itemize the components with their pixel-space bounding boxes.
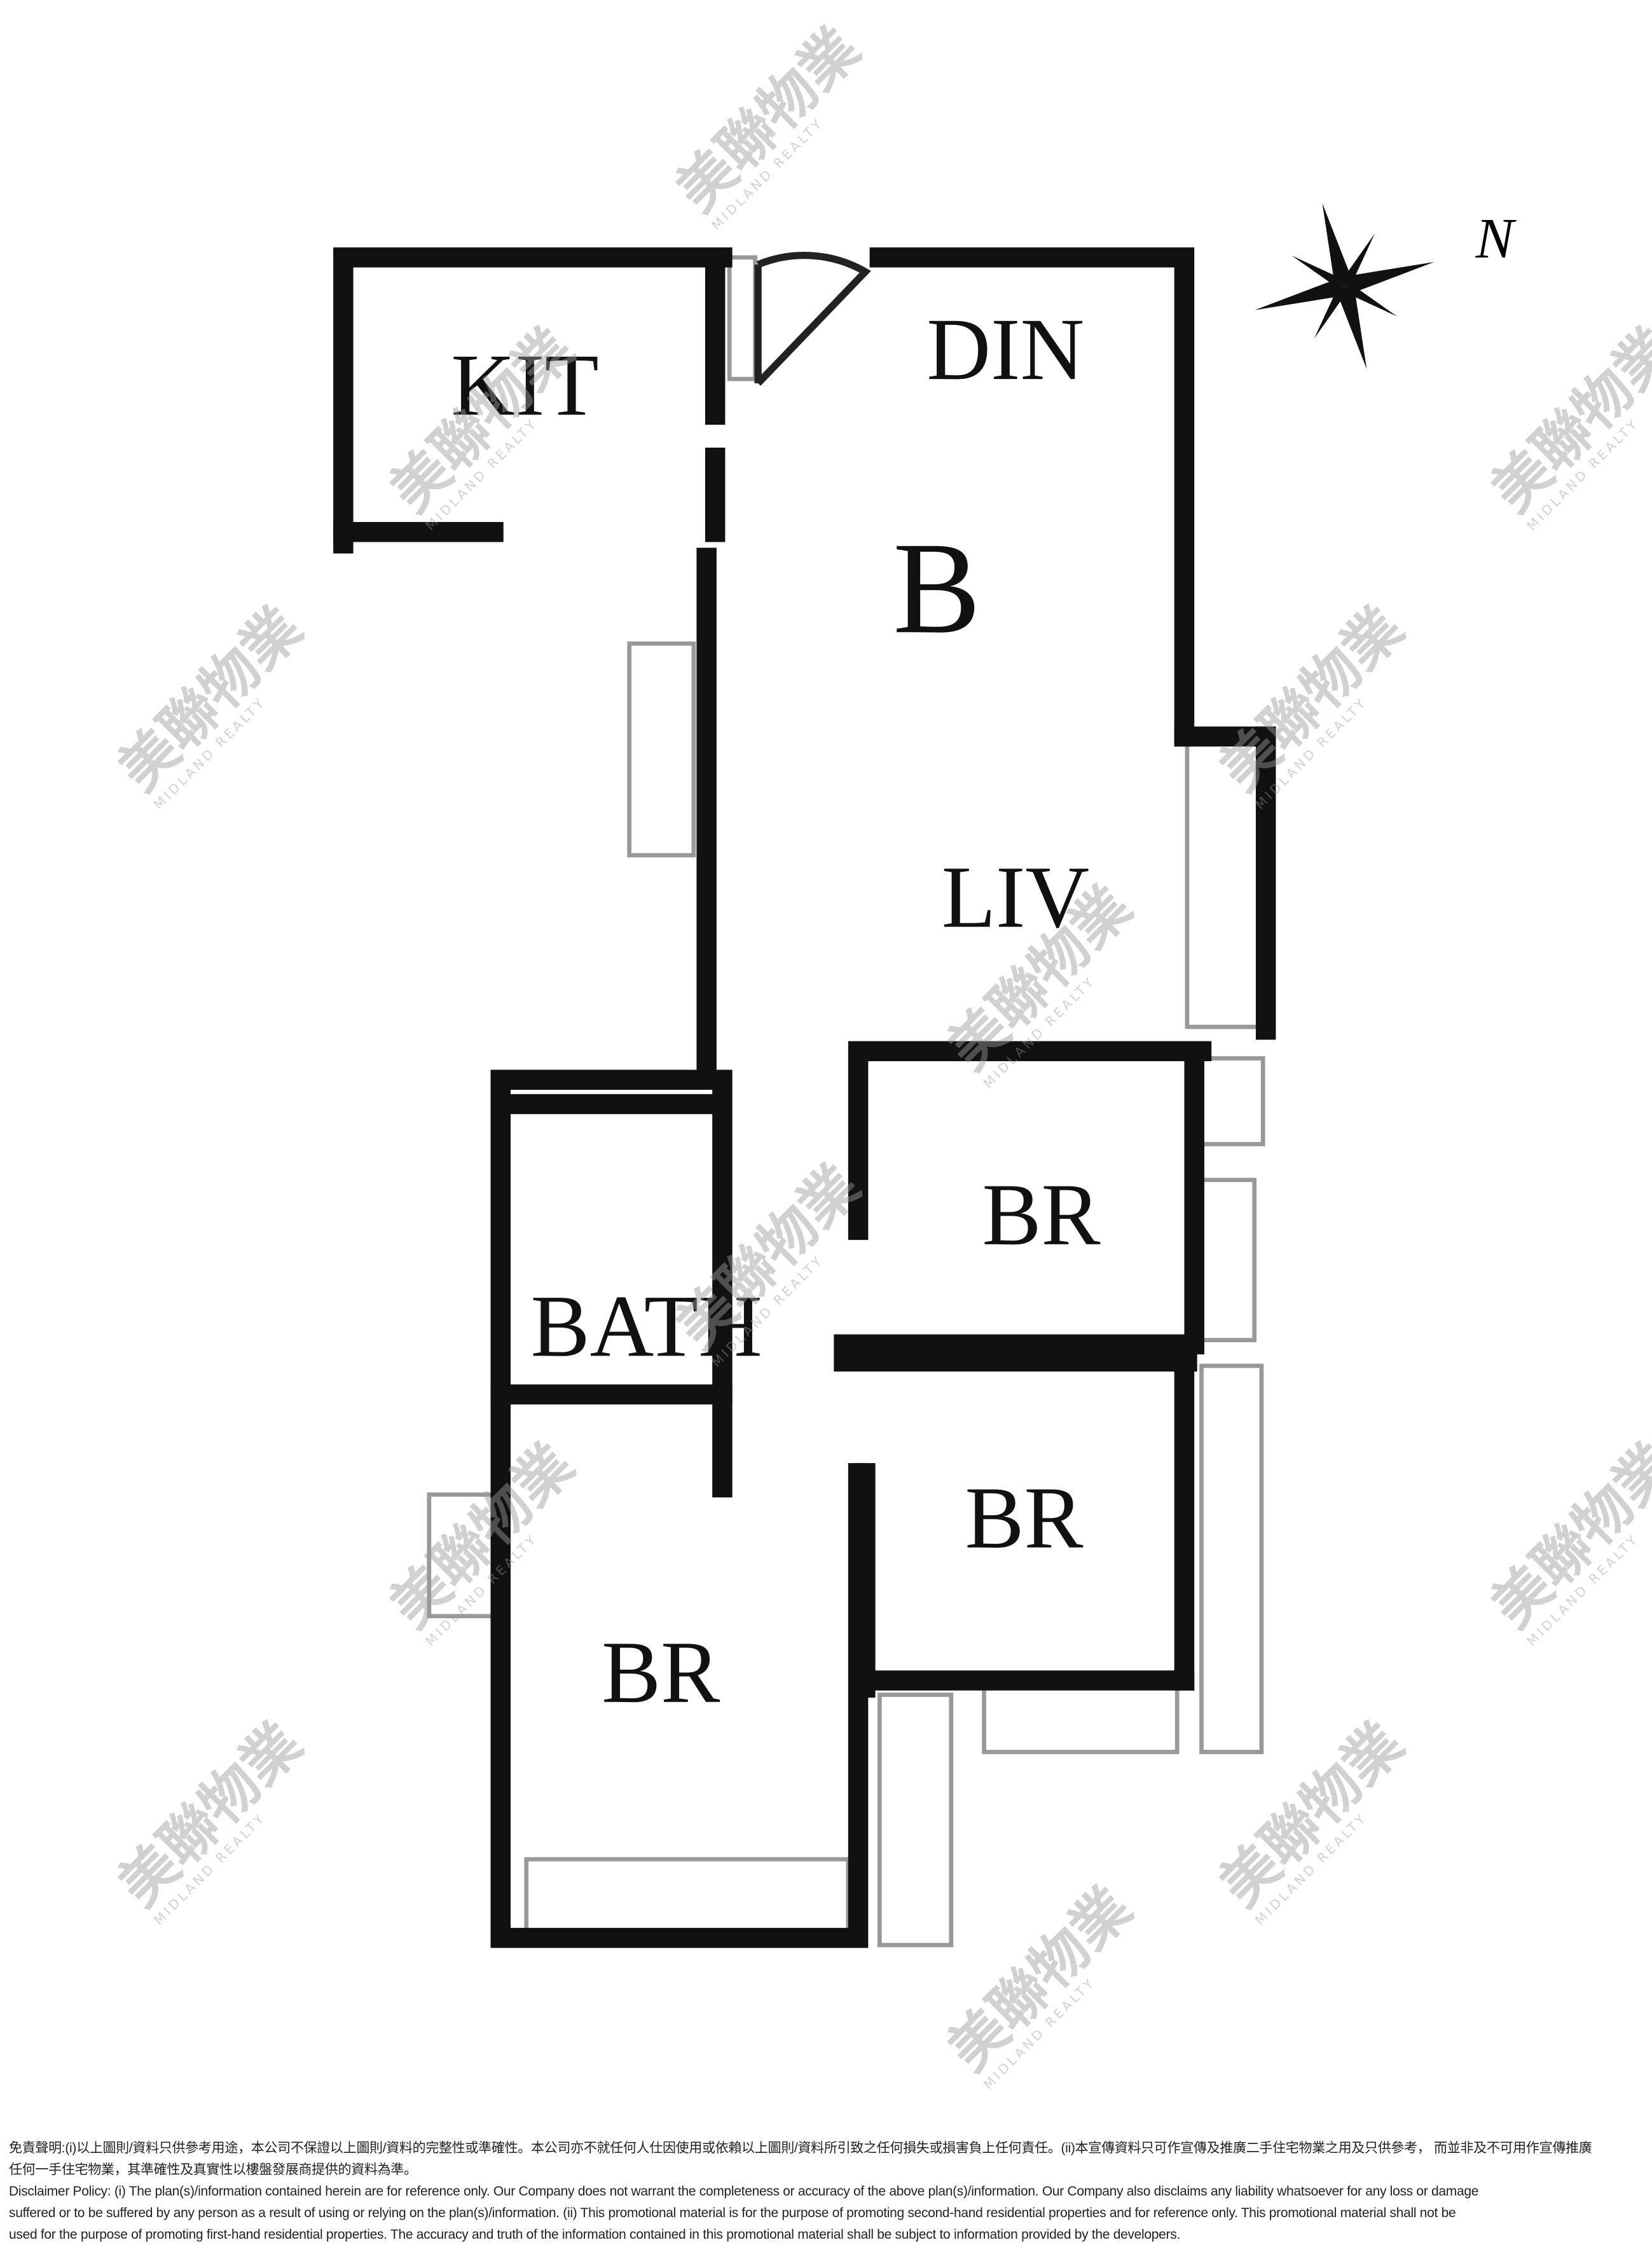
room-label-kitchen: KIT	[451, 336, 598, 434]
room-label-living: LIV	[942, 849, 1089, 947]
disclaimer-chinese-line-2: 任何一手住宅物業，其準確性及真實性以樓盤發展商提供的資料為準。	[9, 2162, 417, 2177]
room-label-bathroom: BATH	[531, 1277, 762, 1375]
door-swing	[754, 252, 871, 386]
disclaimer-chinese-line-1: 免責聲明:(i)以上圖則/資料只供參考用途，本公司不保證以上圖則/資料的完整性或…	[9, 2141, 1592, 2155]
svg-text:美聯物業: 美聯物業	[1207, 594, 1416, 804]
disclaimer-english-line-1: Disclaimer Policy: (i) The plan(s)/infor…	[9, 2184, 1479, 2199]
unit-label: B	[893, 515, 981, 661]
room-label-bedroom-1: BR	[982, 1166, 1101, 1264]
disclaimer: 免責聲明:(i)以上圖則/資料只供參考用途，本公司不保證以上圖則/資料的完整性或…	[9, 2138, 1643, 2246]
disclaimer-english-line-2: suffered or to be suffered by any person…	[9, 2206, 1456, 2220]
svg-text:美聯物業: 美聯物業	[106, 594, 315, 804]
compass-north-label: N	[1475, 207, 1517, 270]
svg-text:美聯物業: 美聯物業	[663, 15, 872, 224]
room-label-dining: DIN	[926, 301, 1084, 399]
svg-text:美聯物業: 美聯物業	[935, 1874, 1145, 2084]
floor-plan: KIT DIN B LIV BR BATH BR BR N 美聯物業MIDLAN…	[106, 15, 1652, 2092]
room-label-bedroom-2: BR	[965, 1469, 1084, 1567]
compass-icon	[1255, 203, 1435, 369]
svg-text:美聯物業: 美聯物業	[663, 1152, 872, 1361]
disclaimer-english-line-3: used for the purpose of promoting first-…	[9, 2227, 1180, 2242]
svg-text:美聯物業: 美聯物業	[106, 1710, 315, 1920]
room-label-bedroom-3: BR	[602, 1624, 720, 1722]
walls	[333, 247, 1276, 1948]
